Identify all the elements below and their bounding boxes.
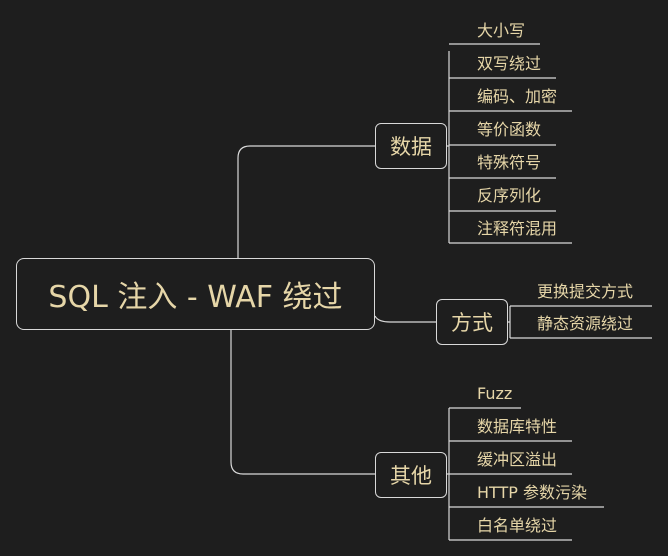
- leaf-other-3: HTTP 参数污染: [477, 483, 588, 502]
- connector-root-other: [230, 330, 375, 475]
- leaf-data-0: 大小写: [477, 21, 526, 40]
- leaf-data-6: 注释符混用: [477, 219, 558, 238]
- leaf-other-4: 白名单绕过: [477, 516, 558, 535]
- root-node: SQL 注入 - WAF 绕过: [16, 258, 375, 330]
- connector-root-method: [374, 315, 436, 323]
- root-node-label: SQL 注入 - WAF 绕过: [48, 280, 343, 315]
- branch-node-data-label: 数据: [390, 135, 432, 159]
- connector-method-leaves: [508, 306, 511, 338]
- leaf-data-5: 反序列化: [477, 186, 542, 205]
- branch-node-data: 数据: [375, 123, 447, 169]
- connector-data-leaves: [447, 51, 450, 243]
- branch-node-other-label: 其他: [390, 464, 432, 488]
- branch-node-method-label: 方式: [451, 311, 493, 335]
- connector-root-data: [237, 145, 375, 258]
- leaf-data-4: 特殊符号: [477, 153, 542, 172]
- leaf-data-3: 等价函数: [477, 120, 542, 139]
- leaf-other-2: 缓冲区溢出: [477, 450, 558, 469]
- leaf-method-0: 更换提交方式: [537, 282, 634, 301]
- leaf-other-1: 数据库特性: [477, 417, 558, 436]
- connector-other-leaves: [447, 408, 450, 540]
- leaf-data-2: 编码、加密: [477, 87, 558, 106]
- leaf-data-1: 双写绕过: [477, 54, 542, 73]
- branch-node-method: 方式: [436, 299, 508, 345]
- leaf-method-1: 静态资源绕过: [537, 314, 634, 333]
- leaf-other-0: Fuzz: [477, 384, 513, 403]
- branch-node-other: 其他: [375, 452, 447, 498]
